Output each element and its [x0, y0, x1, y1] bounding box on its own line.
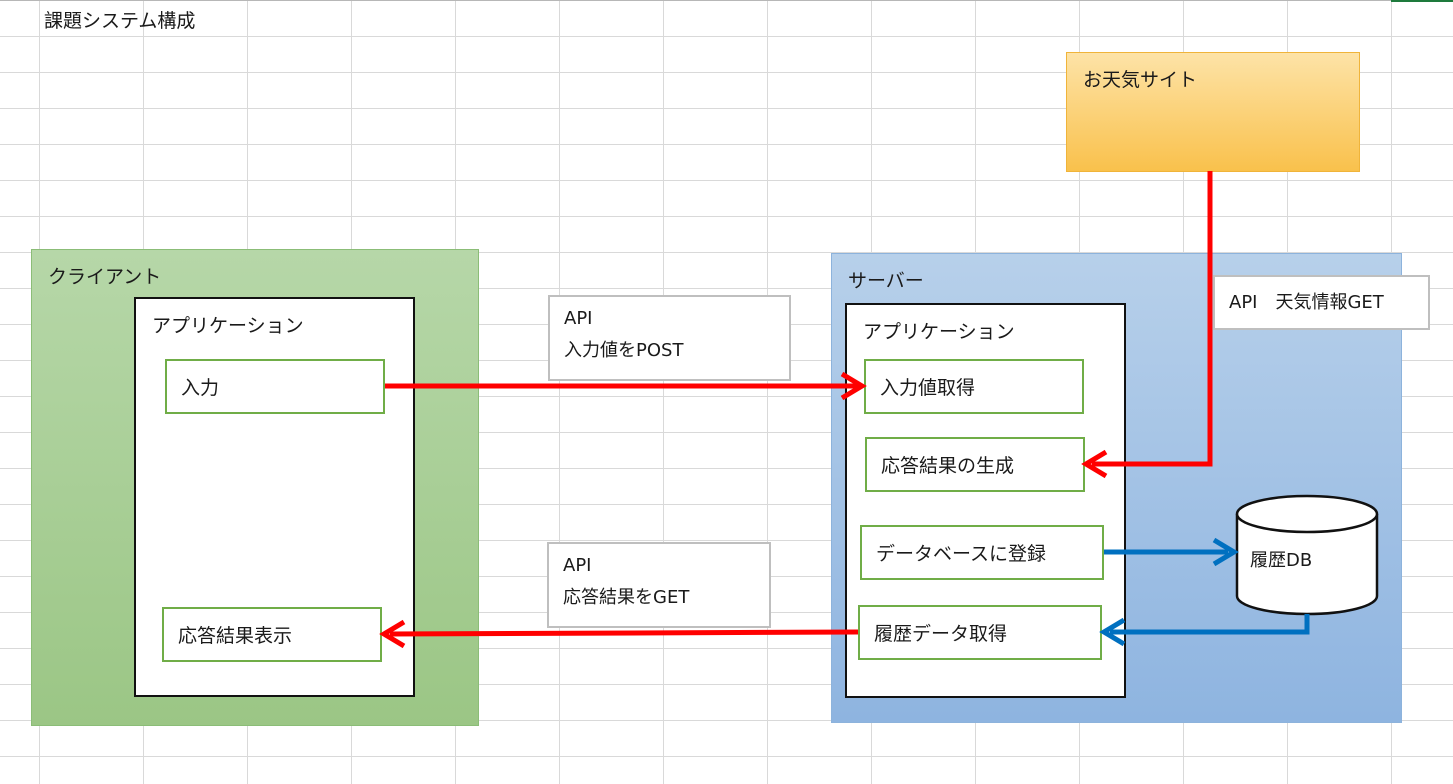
server-register-box[interactable]: データベースに登録 — [860, 525, 1104, 580]
post-callout-line2: 入力値をPOST — [564, 340, 684, 361]
post-callout-line1: API — [564, 308, 593, 329]
sheet-title: 課題システム構成 — [44, 10, 196, 32]
server-get-input-label: 入力値取得 — [880, 377, 976, 399]
server-generate-box[interactable]: 応答結果の生成 — [865, 437, 1085, 492]
server-history-get-label: 履歴データ取得 — [874, 623, 1008, 645]
weather-site-label: お天気サイト — [1083, 69, 1198, 91]
server-history-get-box[interactable]: 履歴データ取得 — [858, 605, 1102, 660]
server-label: サーバー — [848, 270, 924, 292]
client-display-label: 応答結果表示 — [178, 625, 293, 647]
client-input-label: 入力 — [181, 377, 220, 399]
server-register-label: データベースに登録 — [876, 543, 1047, 565]
get-callout-line2: 応答結果をGET — [563, 587, 690, 608]
client-input-box[interactable]: 入力 — [165, 359, 385, 414]
history-db-label: 履歴DB — [1250, 550, 1313, 571]
server-get-input-box[interactable]: 入力値取得 — [864, 359, 1084, 414]
sheet-top-border — [0, 0, 1453, 1]
client-display-box[interactable]: 応答結果表示 — [162, 607, 382, 662]
post-callout[interactable]: API 入力値をPOST — [548, 295, 791, 381]
client-app-label: アプリケーション — [152, 315, 304, 337]
client-label: クライアント — [48, 266, 162, 288]
weather-site-box[interactable]: お天気サイト — [1066, 52, 1360, 172]
sheet-corner-accent — [1391, 0, 1453, 2]
server-generate-label: 応答結果の生成 — [881, 455, 1015, 477]
get-callout[interactable]: API 応答結果をGET — [547, 542, 771, 628]
get-callout-line1: API — [563, 555, 592, 576]
weather-api-callout-text: API 天気情報GET — [1229, 292, 1384, 313]
server-app-label: アプリケーション — [863, 321, 1015, 343]
weather-api-callout[interactable]: API 天気情報GET — [1213, 275, 1430, 330]
